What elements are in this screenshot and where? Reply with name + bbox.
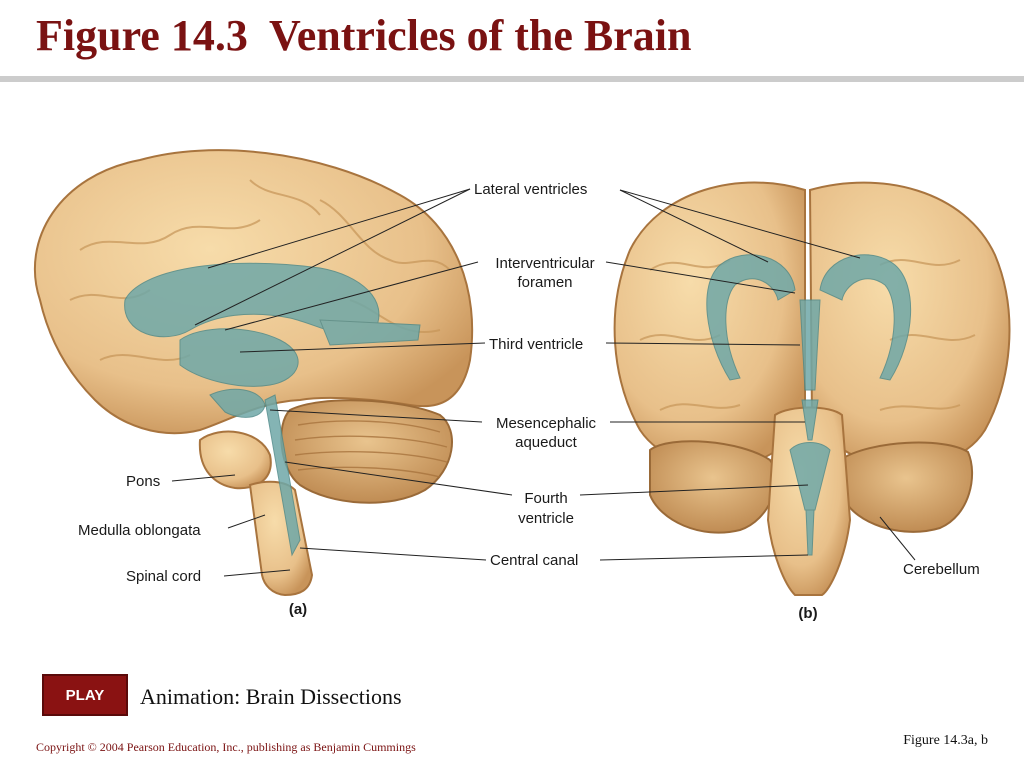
cerebellum-right: [838, 441, 974, 533]
label-interventricular-2: foramen: [517, 274, 572, 291]
label-fourth-1: Fourth: [524, 490, 567, 507]
cerebellum-folia: [294, 420, 448, 478]
label-lateral-ventricles: Lateral ventricles: [474, 181, 587, 198]
copyright-notice: Copyright © 2004 Pearson Education, Inc.…: [36, 740, 416, 754]
label-cerebellum: Cerebellum: [903, 561, 980, 578]
pons-lateral: [198, 430, 272, 490]
label-mesencephalic-2: aqueduct: [515, 434, 578, 451]
ventricles-diagram: Lateral ventricles Interventricular fora…: [34, 149, 1011, 622]
animation-caption: Animation: Brain Dissections: [140, 684, 402, 709]
label-central-canal: Central canal: [490, 552, 578, 569]
play-button[interactable]: PLAY: [42, 674, 128, 716]
title-divider: [0, 76, 1024, 82]
label-mesencephalic-1: Mesencephalic: [496, 415, 597, 432]
panel-label-a: (a): [289, 601, 307, 618]
ventricle-system-frontal: [706, 254, 911, 556]
label-pons: Pons: [126, 473, 160, 490]
leader-lines: [171, 188, 916, 577]
label-third-ventricle: Third ventricle: [489, 336, 583, 353]
label-interventricular-1: Interventricular: [495, 255, 594, 272]
label-spinal-cord: Spinal cord: [126, 568, 201, 585]
figure-reference: Figure 14.3a, b: [903, 733, 988, 748]
slide-title: Figure 14.3 Ventricles of the Brain: [36, 11, 692, 60]
panel-label-b: (b): [798, 605, 817, 622]
ventricle-system-lateral: [124, 262, 421, 557]
frontal-view-brain: [613, 181, 1011, 596]
label-medulla-oblongata: Medulla oblongata: [78, 522, 201, 539]
label-fourth-2: ventricle: [518, 510, 574, 527]
spinal-cord-lateral: [248, 480, 314, 597]
